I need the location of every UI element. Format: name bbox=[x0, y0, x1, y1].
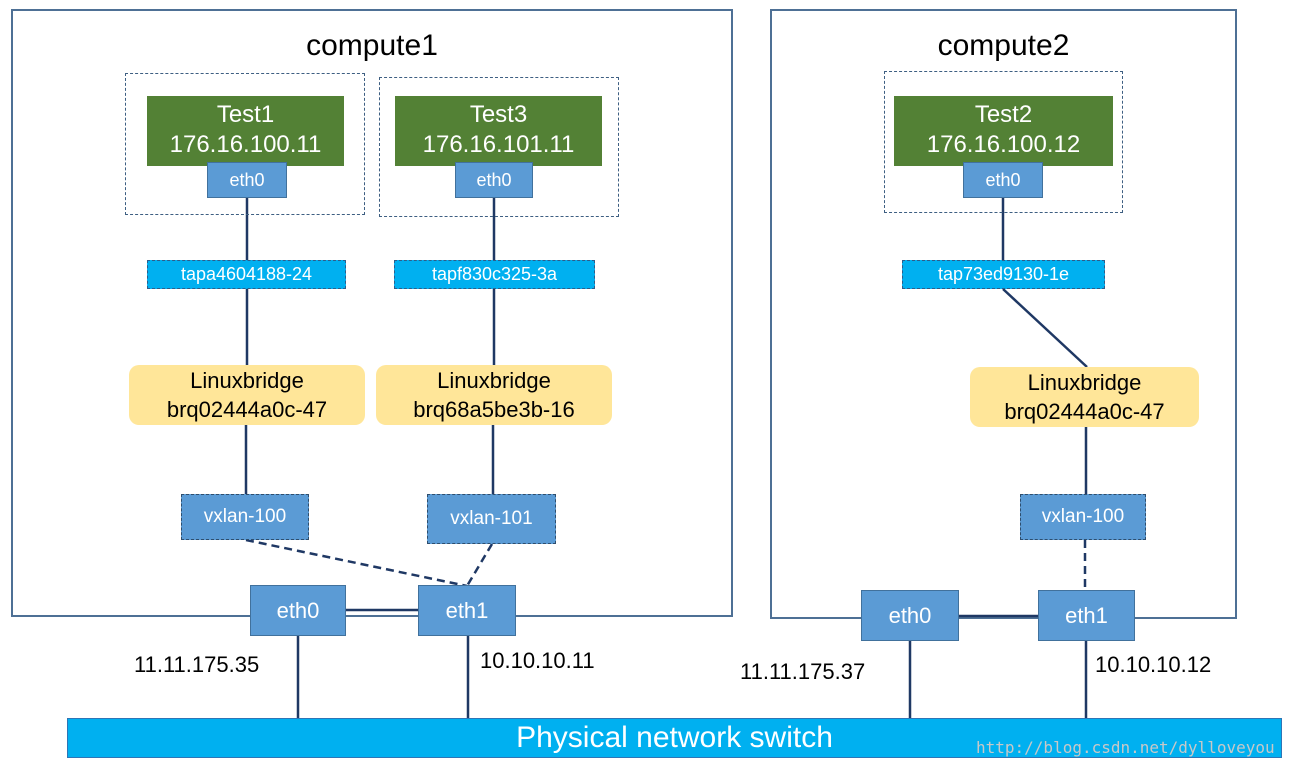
vm-name: Test3 bbox=[469, 101, 528, 128]
vm-container-test1 bbox=[125, 73, 365, 215]
vxlan-tunnel-wire bbox=[465, 543, 494, 587]
physical-network-switch[interactable]: Physical network switch bbox=[67, 718, 1282, 758]
bridge-type: Linuxbridge bbox=[190, 368, 304, 393]
vm-ip: 176.16.100.12 bbox=[926, 131, 1081, 158]
bridge-type: Linuxbridge bbox=[1027, 370, 1142, 395]
eth1-ip-label: 10.10.10.11 bbox=[480, 648, 595, 673]
host-title: compute1 bbox=[306, 29, 438, 62]
vm-eth0[interactable]: eth0 bbox=[963, 162, 1043, 198]
vm-container-test2 bbox=[884, 71, 1123, 213]
vm-test3[interactable]: Test3 176.16.101.11 bbox=[395, 96, 602, 166]
bridge-name: brq68a5be3b-16 bbox=[413, 397, 575, 422]
linuxbridge[interactable]: Linuxbridge brq02444a0c-47 bbox=[129, 365, 365, 425]
tap-device[interactable]: tap73ed9130-1e bbox=[902, 260, 1105, 289]
bridge-type: Linuxbridge bbox=[437, 368, 551, 393]
tap-device[interactable]: tapf830c325-3a bbox=[394, 260, 595, 289]
vxlan-interface[interactable]: vxlan-100 bbox=[1020, 494, 1146, 540]
vxlan-interface[interactable]: vxlan-101 bbox=[427, 494, 556, 544]
wire bbox=[1002, 288, 1088, 368]
host-title: compute2 bbox=[937, 29, 1070, 62]
eth0-ip-label: 11.11.175.37 bbox=[740, 659, 866, 684]
vm-container-test3 bbox=[379, 77, 619, 217]
host-compute1: compute1 bbox=[11, 9, 733, 617]
vm-test2[interactable]: Test2 176.16.100.12 bbox=[894, 96, 1113, 166]
linuxbridge[interactable]: Linuxbridge brq02444a0c-47 bbox=[970, 367, 1199, 427]
host-eth1[interactable]: eth1 bbox=[418, 585, 516, 636]
watermark: http://blog.csdn.net/dylloveyou bbox=[976, 738, 1275, 757]
eth0-ip-label: 11.11.175.35 bbox=[134, 652, 260, 677]
host-eth1[interactable]: eth1 bbox=[1038, 590, 1135, 641]
bridge-name: brq02444a0c-47 bbox=[1004, 399, 1165, 424]
vxlan-interface[interactable]: vxlan-100 bbox=[181, 494, 309, 540]
vm-eth0[interactable]: eth0 bbox=[207, 162, 287, 198]
tap-device[interactable]: tapa4604188-24 bbox=[147, 260, 346, 289]
vm-eth0[interactable]: eth0 bbox=[455, 162, 533, 198]
eth1-ip-label: 10.10.10.12 bbox=[1095, 652, 1212, 677]
linuxbridge[interactable]: Linuxbridge brq68a5be3b-16 bbox=[376, 365, 612, 425]
host-eth0[interactable]: eth0 bbox=[861, 590, 959, 641]
vm-ip: 176.16.100.11 bbox=[169, 131, 322, 158]
vxlan-tunnel-wire bbox=[245, 538, 468, 588]
vm-test1[interactable]: Test1 176.16.100.11 bbox=[147, 96, 344, 166]
host-eth0[interactable]: eth0 bbox=[250, 585, 346, 636]
vm-name: Test2 bbox=[974, 101, 1033, 128]
bridge-name: brq02444a0c-47 bbox=[166, 397, 328, 422]
vm-ip: 176.16.101.11 bbox=[422, 131, 575, 158]
vm-name: Test1 bbox=[216, 101, 275, 128]
